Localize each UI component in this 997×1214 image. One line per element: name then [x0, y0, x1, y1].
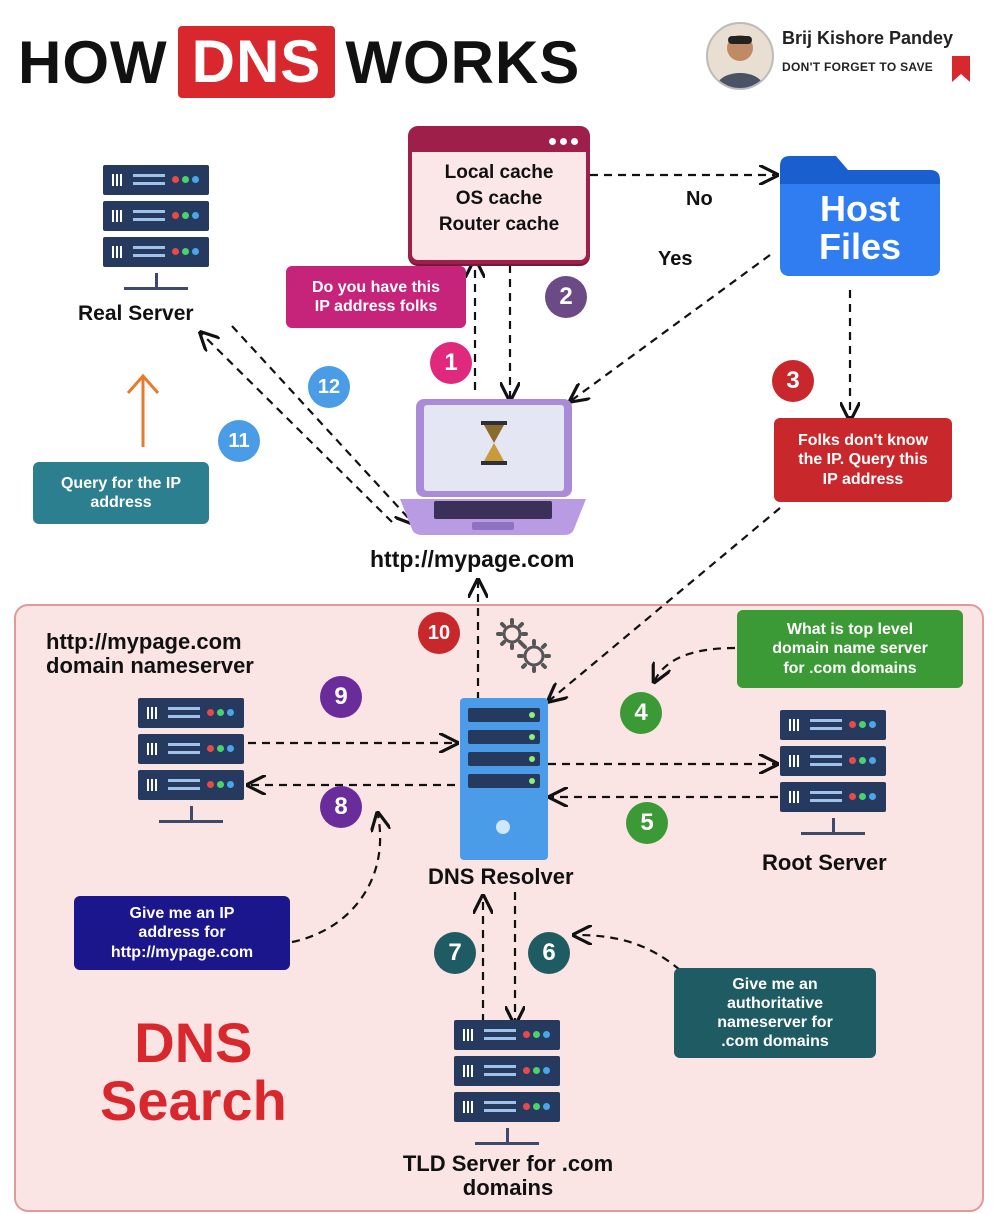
- cache-local: Local cache: [444, 162, 554, 183]
- folks-dont-line3: IP address: [822, 470, 904, 488]
- authoritative-ns-callout: Give me an authoritative nameserver for …: [674, 968, 876, 1058]
- host-files-line2: Files: [818, 226, 902, 267]
- step-badge-3: 3: [772, 360, 814, 402]
- server-unit: [138, 770, 244, 800]
- arrow-authns-to-step6: [576, 935, 681, 971]
- bookmark-icon: [952, 56, 970, 82]
- server-stand: [780, 818, 886, 840]
- tld-server-rack: [454, 1020, 560, 1150]
- title-how: HOW: [18, 28, 168, 96]
- tld-question-line3: for .com domains: [783, 659, 917, 677]
- give-ip-line2: address for: [138, 924, 226, 942]
- nameserver-label-line1: http://mypage.com: [46, 629, 242, 654]
- step-badge-5: 5: [626, 802, 668, 844]
- page-title: HOW DNS WORKS: [18, 26, 580, 98]
- dns-search-line1: DNS: [134, 1011, 253, 1074]
- server-unit: [454, 1020, 560, 1050]
- tld-server-label: TLD Server for .com domains: [380, 1152, 636, 1200]
- tld-question-callout: What is top level domain name server for…: [737, 610, 963, 688]
- folks-dont-line1: Folks don't know: [797, 432, 929, 450]
- server-unit: [138, 734, 244, 764]
- server-stand: [138, 806, 244, 828]
- label-yes: Yes: [658, 248, 693, 270]
- title-dns: DNS: [177, 26, 336, 98]
- step-badge-7: 7: [434, 932, 476, 974]
- up-arrow: [126, 373, 160, 447]
- step-badge-8: 8: [320, 786, 362, 828]
- auth-ns-line2: authoritative: [726, 994, 823, 1012]
- folks-dont-know-callout: Folks don't know the IP. Query this IP a…: [774, 418, 952, 502]
- tld-question-line1: What is top level: [786, 621, 914, 639]
- give-ip-callout: Give me an IP address for http://mypage.…: [74, 896, 290, 970]
- server-unit: [103, 165, 209, 195]
- ask-folks-callout: Do you have this IP address folks: [286, 266, 466, 328]
- server-unit: [780, 746, 886, 776]
- hourglass-icon: [481, 421, 507, 465]
- label-no: No: [686, 188, 713, 210]
- cache-window: Local cache OS cache Router cache: [408, 126, 590, 264]
- avatar: [706, 22, 774, 90]
- server-stand: [454, 1128, 560, 1150]
- auth-ns-line1: Give me an: [732, 975, 818, 993]
- root-server-label: Root Server: [762, 850, 887, 875]
- real-server-rack: [103, 165, 209, 295]
- query-ip-line1: Query for the IP: [60, 474, 182, 492]
- dns-search-heading: DNS Search: [100, 1014, 287, 1130]
- server-unit: [454, 1092, 560, 1122]
- auth-ns-line3: nameserver for: [717, 1014, 833, 1031]
- server-unit: [138, 698, 244, 728]
- arrow-query-to-resolver: [550, 507, 781, 700]
- server-unit: [780, 782, 886, 812]
- query-ip-callout: Query for the IP address: [33, 462, 209, 524]
- real-server-label: Real Server: [78, 302, 194, 325]
- folks-dont-line2: the IP. Query this: [798, 451, 928, 469]
- step-badge-11: 11: [218, 420, 260, 462]
- ask-folks-line2: IP address folks: [314, 298, 438, 315]
- server-unit: [103, 237, 209, 267]
- gears-icon: [496, 618, 551, 673]
- tld-question-line2: domain name server: [772, 640, 928, 658]
- arrow-tldq-to-step4: [655, 646, 736, 680]
- tld-server-label-line1: TLD Server for .com: [402, 1151, 614, 1176]
- step-badge-4: 4: [620, 692, 662, 734]
- host-files-folder: Host Files: [776, 152, 944, 278]
- server-unit: [780, 710, 886, 740]
- server-unit: [103, 201, 209, 231]
- nameserver-rack: [138, 698, 244, 828]
- author-name: Brij Kishore Pandey: [782, 28, 954, 48]
- step-badge-1: 1: [430, 342, 472, 384]
- cache-window-titlebar: [412, 130, 586, 152]
- nameserver-label: http://mypage.com domain nameserver: [46, 630, 254, 678]
- dns-search-line2: Search: [100, 1069, 287, 1132]
- step-badge-9: 9: [320, 676, 362, 718]
- nameserver-label-line2: domain nameserver: [46, 653, 254, 678]
- step-badge-12: 12: [308, 366, 350, 408]
- step-badge-2: 2: [545, 276, 587, 318]
- server-unit: [454, 1056, 560, 1086]
- ask-folks-line1: Do you have this: [311, 278, 441, 296]
- step-badge-6: 6: [528, 932, 570, 974]
- arrow-realserver-to-laptop: [231, 325, 412, 522]
- cache-router: Router cache: [438, 214, 560, 235]
- laptop-url: http://mypage.com: [370, 546, 575, 572]
- dns-resolver-server: [460, 698, 548, 860]
- cache-os: OS cache: [455, 188, 543, 209]
- arrow-laptop-to-realserver: [202, 334, 393, 523]
- arrow-hostfiles-to-laptop: [572, 254, 771, 400]
- query-ip-line2: address: [90, 494, 152, 511]
- server-stand: [103, 273, 209, 295]
- title-works: WORKS: [345, 28, 581, 96]
- save-reminder: DON'T FORGET TO SAVE: [782, 60, 934, 74]
- tld-server-label-line2: domains: [462, 1175, 554, 1200]
- step-badge-10: 10: [418, 612, 460, 654]
- auth-ns-line4: .com domains: [721, 1033, 829, 1051]
- dns-resolver-label: DNS Resolver: [428, 864, 574, 889]
- give-ip-line1: Give me an IP: [129, 905, 235, 923]
- root-server-rack: [780, 710, 886, 840]
- laptop: [398, 395, 588, 540]
- arrow-giveip-to-step8: [291, 815, 380, 944]
- give-ip-line3: http://mypage.com: [110, 943, 254, 961]
- host-files-line1: Host: [820, 188, 900, 229]
